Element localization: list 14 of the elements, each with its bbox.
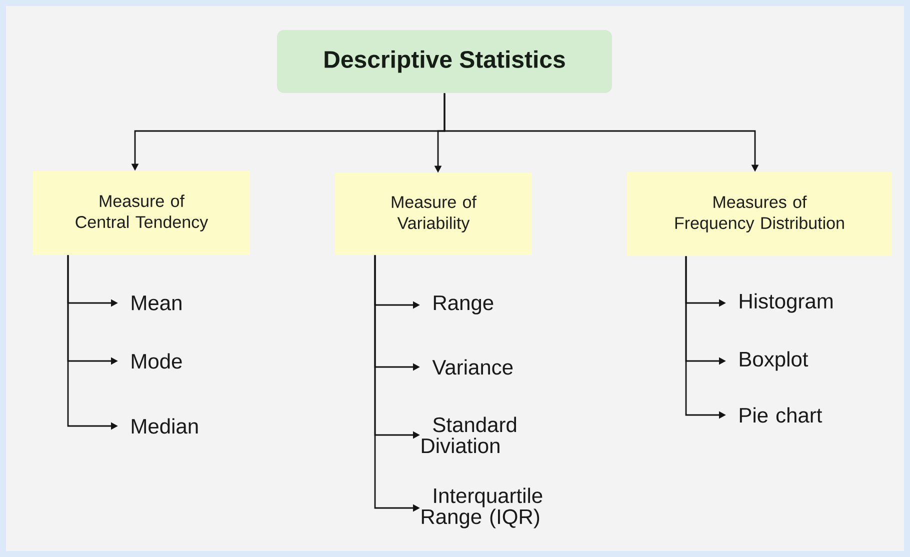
item-label: Median: [132, 418, 198, 434]
item-label: Range: [434, 296, 494, 314]
item-label: Mode: [132, 353, 182, 369]
item-label: Pie chart: [740, 407, 822, 423]
item-label: Variance: [432, 359, 513, 375]
title-box: Descriptive Statistics: [277, 30, 612, 93]
item-label: Histogram: [740, 293, 832, 313]
item-label: Interquartile Range (IQR): [422, 488, 542, 528]
item-label: Boxplot: [740, 351, 808, 371]
category-box: Measure of Variability: [335, 173, 532, 255]
item-label: Mean: [132, 296, 182, 310]
item-label: Standard Diviation: [422, 416, 516, 454]
category-box: Measures of Frequency Distribution: [627, 172, 892, 256]
category-box: Measure of Central Tendency: [33, 171, 250, 255]
